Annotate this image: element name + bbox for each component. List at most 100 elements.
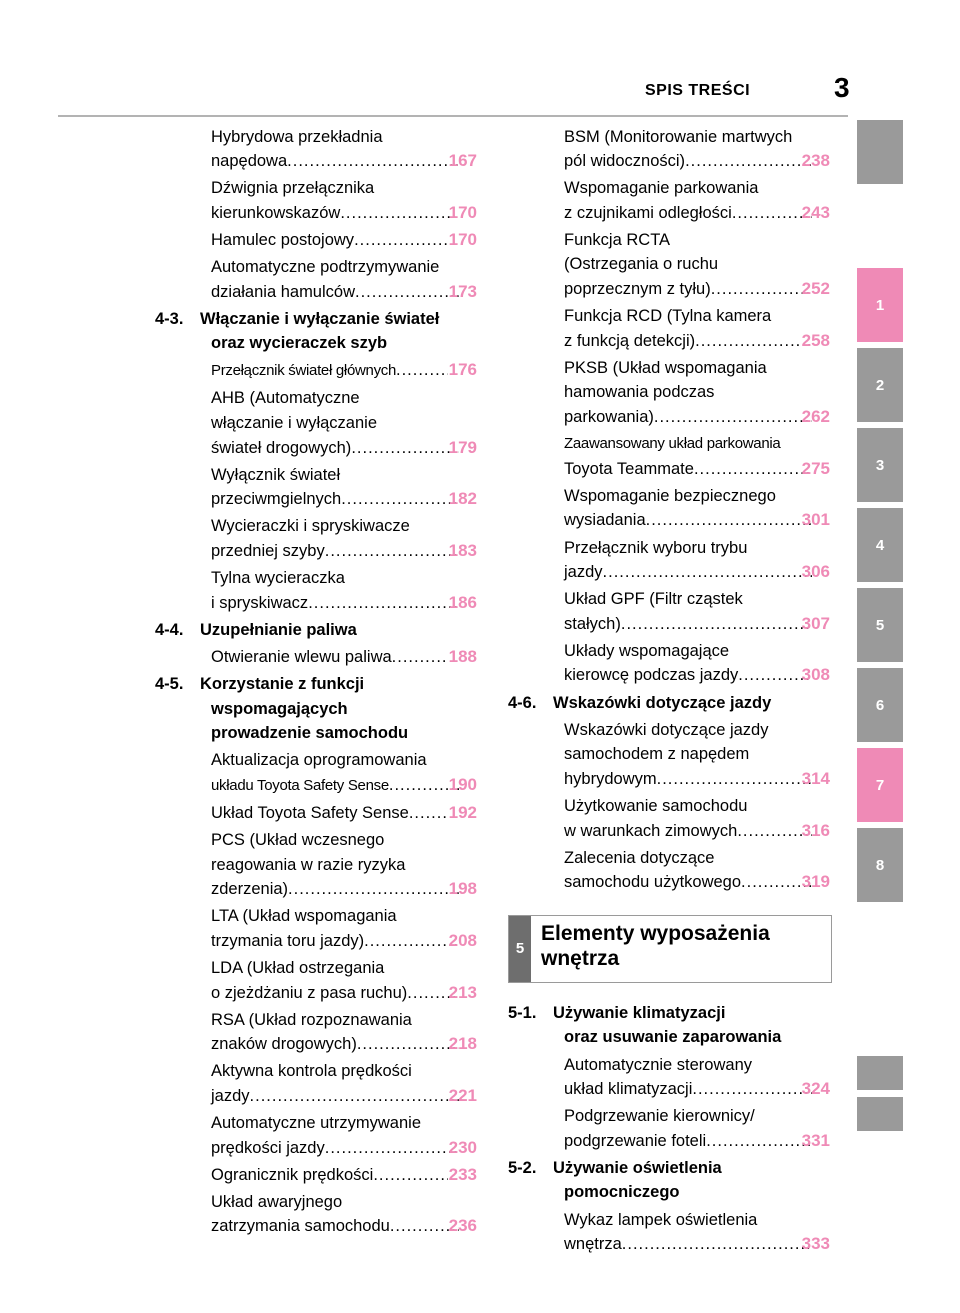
- toc-page-link[interactable]: 190: [448, 774, 477, 794]
- side-tab-3[interactable]: 3: [857, 428, 903, 502]
- toc-entry-line-with-page: Hamulec postojowy170: [211, 228, 477, 253]
- side-tab-blank-top[interactable]: [857, 120, 903, 184]
- toc-page-link[interactable]: 307: [801, 613, 830, 633]
- toc-page-link[interactable]: 243: [801, 202, 830, 222]
- toc-page-link[interactable]: 319: [801, 872, 830, 892]
- toc-page-link[interactable]: 221: [448, 1085, 477, 1105]
- toc-page-link[interactable]: 301: [801, 510, 830, 530]
- toc-page-link[interactable]: 324: [801, 1079, 830, 1099]
- side-tab-6[interactable]: 6: [857, 668, 903, 742]
- side-tab-2[interactable]: 2: [857, 348, 903, 422]
- toc-page-link[interactable]: 208: [448, 930, 477, 950]
- toc-page-link[interactable]: 306: [801, 562, 830, 582]
- toc-page-link[interactable]: 218: [448, 1034, 477, 1054]
- toc-entry[interactable]: Otwieranie wlewu paliwa 188: [200, 645, 477, 670]
- toc-entry[interactable]: Dźwignia przełącznikakierunkowskazów170: [200, 176, 477, 225]
- toc-entry[interactable]: Aktywna kontrola prędkościjazdy221: [200, 1059, 477, 1108]
- toc-entry[interactable]: Hamulec postojowy170: [200, 228, 477, 253]
- toc-entry-text: Otwieranie wlewu paliwa: [211, 647, 392, 666]
- toc-page-link[interactable]: 236: [448, 1216, 477, 1236]
- toc-page-link[interactable]: 170: [448, 229, 477, 249]
- toc-entry-line: Zalecenia dotyczące: [564, 846, 830, 871]
- toc-page-link[interactable]: 238: [801, 151, 830, 171]
- toc-entry-text: Toyota Teammate: [564, 459, 694, 478]
- toc-page-link[interactable]: 316: [801, 820, 830, 840]
- toc-entry[interactable]: Wyłącznik światełprzeciwmgielnych182: [200, 463, 477, 512]
- toc-page-link[interactable]: 192: [448, 802, 477, 822]
- toc-entry-line-with-page: napędowa 167: [211, 149, 477, 174]
- toc-page-link[interactable]: 173: [448, 281, 477, 301]
- side-tab-8[interactable]: 8: [857, 828, 903, 902]
- toc-entry-line-with-page: działania hamulców173: [211, 280, 477, 305]
- toc-entry[interactable]: Przełącznik świateł głównych176: [200, 358, 477, 384]
- toc-page-link[interactable]: 176: [448, 360, 477, 380]
- toc-page-link[interactable]: 262: [801, 407, 830, 427]
- toc-page-link[interactable]: 167: [448, 151, 477, 171]
- toc-page-link[interactable]: 230: [448, 1137, 477, 1157]
- toc-section-heading[interactable]: 4-4.Uzupełnianie paliwa: [155, 618, 477, 643]
- toc-page-link[interactable]: 213: [448, 982, 477, 1002]
- toc-section-heading[interactable]: 4-6.Wskazówki dotyczące jazdy: [508, 691, 830, 716]
- toc-entry-text: PKSB (Układ wspomagania: [564, 358, 767, 377]
- side-tab-7[interactable]: 7: [857, 748, 903, 822]
- toc-entry-line: LDA (Układ ostrzegania: [211, 956, 477, 981]
- toc-page-link[interactable]: 308: [801, 665, 830, 685]
- toc-page-link[interactable]: 186: [448, 592, 477, 612]
- toc-entry[interactable]: Wykaz lampek oświetleniawnętrza333: [553, 1208, 830, 1257]
- toc-page-link[interactable]: 182: [448, 489, 477, 509]
- side-tab-1[interactable]: 1: [857, 268, 903, 342]
- toc-entry[interactable]: Układ Toyota Safety Sense192: [200, 801, 477, 826]
- toc-entry[interactable]: Ogranicznik prędkości233: [200, 1163, 477, 1188]
- toc-page-link[interactable]: 331: [801, 1130, 830, 1150]
- toc-page-link[interactable]: 275: [801, 458, 830, 478]
- toc-page-link[interactable]: 252: [801, 279, 830, 299]
- toc-page-link[interactable]: 188: [448, 646, 477, 666]
- toc-page-link[interactable]: 333: [801, 1234, 830, 1254]
- toc-entry-line-with-page: samochodu użytkowego319: [564, 870, 830, 895]
- side-tab-5[interactable]: 5: [857, 588, 903, 662]
- toc-page-link[interactable]: 170: [448, 202, 477, 222]
- toc-page-link[interactable]: 179: [448, 437, 477, 457]
- side-tab-index-b[interactable]: [857, 1097, 903, 1131]
- toc-entry[interactable]: Hybrydowa przekładnianapędowa167: [200, 125, 477, 174]
- toc-page-link[interactable]: 314: [801, 768, 830, 788]
- toc-entry[interactable]: Wspomaganie bezpiecznegowysiadania301: [553, 484, 830, 533]
- toc-page-link[interactable]: 233: [448, 1164, 477, 1184]
- toc-page-link[interactable]: 198: [448, 879, 477, 899]
- toc-entry[interactable]: Przełącznik wyboru trybujazdy306: [553, 536, 830, 585]
- toc-entry[interactable]: Podgrzewanie kierownicy/podgrzewanie fot…: [553, 1104, 830, 1153]
- toc-page-link[interactable]: 183: [448, 541, 477, 560]
- side-tab-index-a[interactable]: [857, 1056, 903, 1090]
- toc-entry-text: napędowa: [211, 152, 288, 171]
- side-tab-4[interactable]: 4: [857, 508, 903, 582]
- toc-page-link[interactable]: 258: [801, 330, 830, 350]
